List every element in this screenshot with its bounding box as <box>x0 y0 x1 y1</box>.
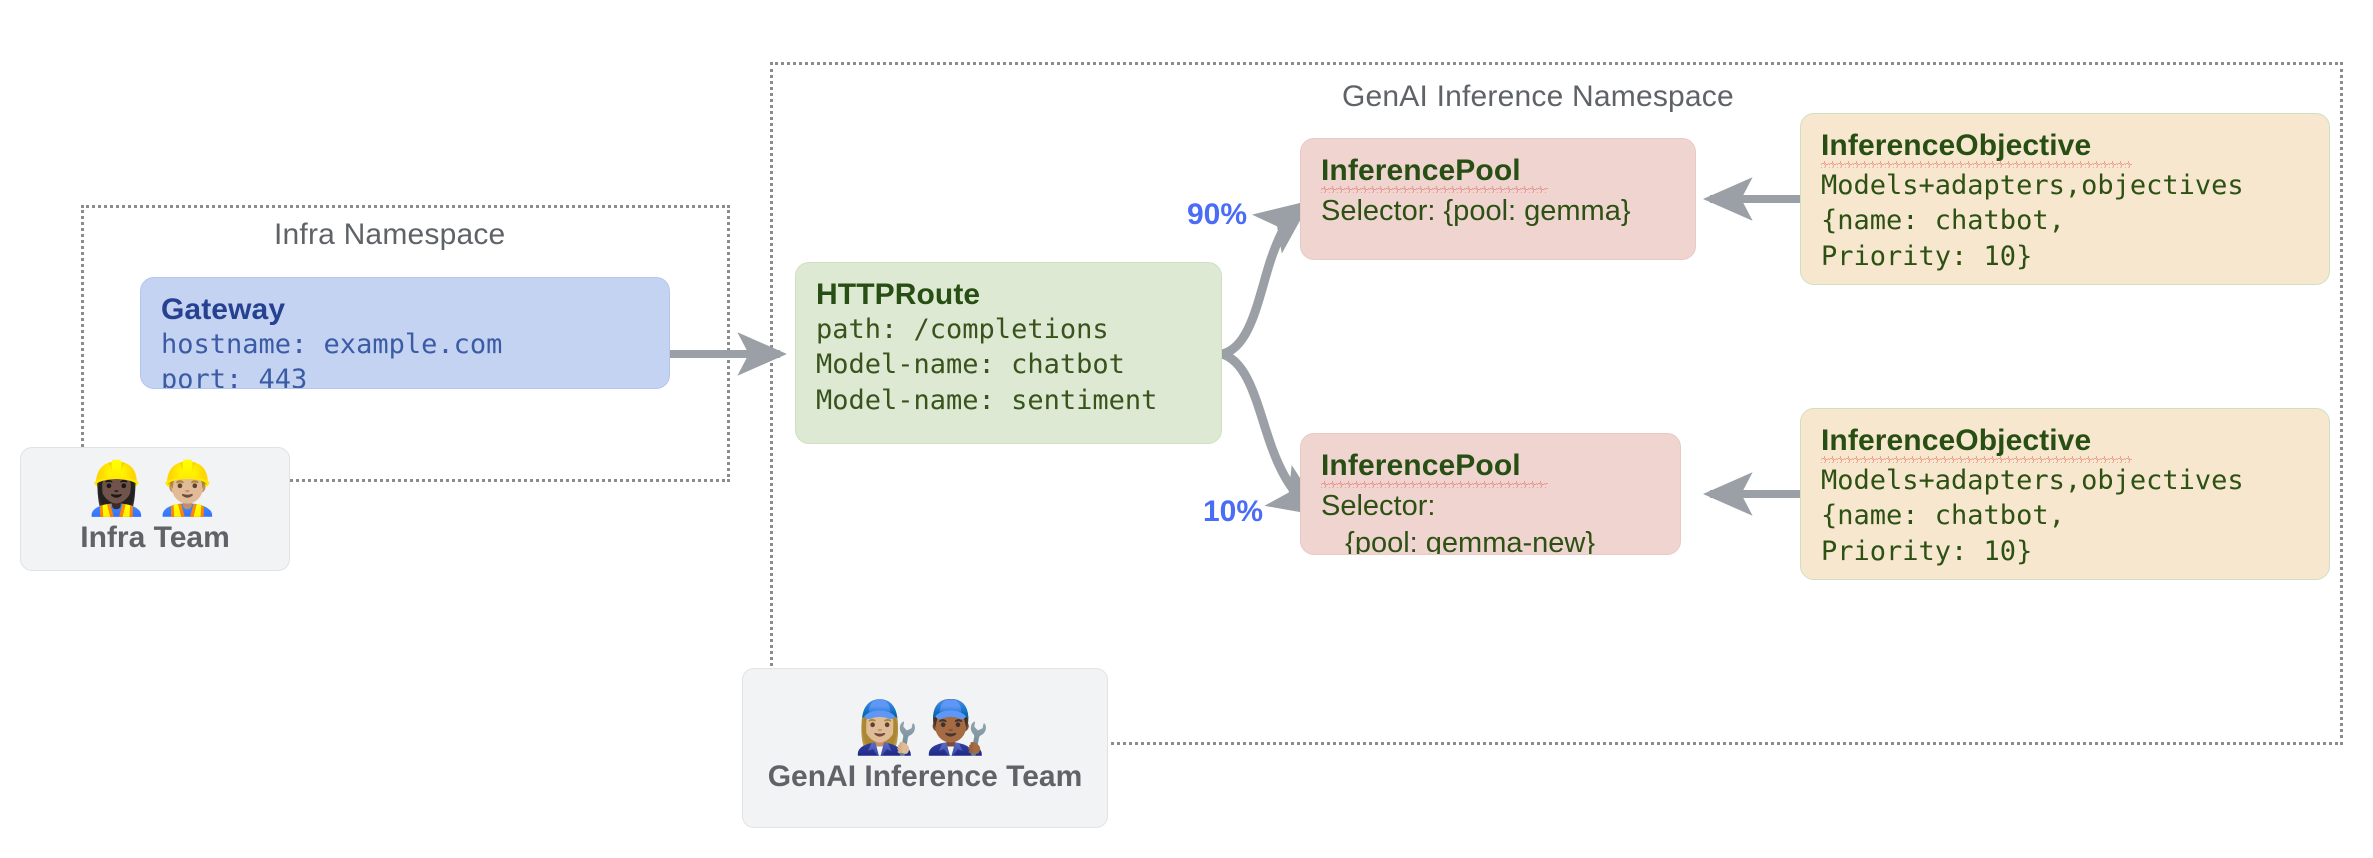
spellcheck-squiggle-icon <box>1821 456 2132 464</box>
inferenceobjective-card-bottom[interactable]: InferenceObjective Models+adapters,objec… <box>1800 408 2330 580</box>
inferenceobjective-title: InferenceObjective <box>1821 129 2092 162</box>
namespace-infra-title: Infra Namespace <box>274 218 506 251</box>
infra-team-avatars-icon: 👷🏿‍♀️👷🏼‍♂️ <box>84 460 226 518</box>
gateway-title: Gateway <box>161 293 286 326</box>
infra-team-label: Infra Team <box>80 521 230 554</box>
edge-weight-90: 90% <box>1187 198 1248 231</box>
namespace-infra <box>81 205 730 482</box>
inferencepool-title: InferencePool <box>1321 154 1521 187</box>
inferenceobjective-spec: Models+adapters,objectives {name: chatbo… <box>1821 465 2244 567</box>
inferenceobjective-spec: Models+adapters,objectives {name: chatbo… <box>1821 170 2244 272</box>
gateway-card[interactable]: Gateway hostname: example.com port: 443 <box>140 277 670 389</box>
gateway-spec: hostname: example.com port: 443 <box>161 329 503 389</box>
inferencepool-title: InferencePool <box>1321 449 1521 482</box>
httproute-title: HTTPRoute <box>816 278 981 311</box>
httproute-spec: path: /completions Model-name: chatbot M… <box>816 314 1158 416</box>
inferencepool-selector: Selector: {pool: gemma-new} <box>1321 490 1596 555</box>
genai-team-avatars-icon: 👩🏼‍🔧👨🏾‍🔧 <box>854 699 996 757</box>
inferenceobjective-title: InferenceObjective <box>1821 424 2092 457</box>
spellcheck-squiggle-icon <box>1321 186 1548 194</box>
inferenceobjective-card-top[interactable]: InferenceObjective Models+adapters,objec… <box>1800 113 2330 285</box>
edge-weight-10: 10% <box>1203 495 1264 528</box>
inferencepool-card-gemma[interactable]: InferencePool Selector: {pool: gemma} <box>1300 138 1696 260</box>
team-chip-infra[interactable]: 👷🏿‍♀️👷🏼‍♂️ Infra Team <box>20 447 290 571</box>
spellcheck-squiggle-icon <box>1821 161 2132 169</box>
namespace-genai <box>770 62 2343 745</box>
inferencepool-selector: Selector: {pool: gemma} <box>1321 195 1631 228</box>
team-chip-genai[interactable]: 👩🏼‍🔧👨🏾‍🔧 GenAI Inference Team <box>742 668 1108 828</box>
inferencepool-card-gemma-new[interactable]: InferencePool Selector: {pool: gemma-new… <box>1300 433 1681 555</box>
genai-team-label: GenAI Inference Team <box>767 760 1083 793</box>
spellcheck-squiggle-icon <box>1321 481 1548 489</box>
namespace-genai-title: GenAI Inference Namespace <box>1342 80 1734 113</box>
httproute-card[interactable]: HTTPRoute path: /completions Model-name:… <box>795 262 1222 444</box>
